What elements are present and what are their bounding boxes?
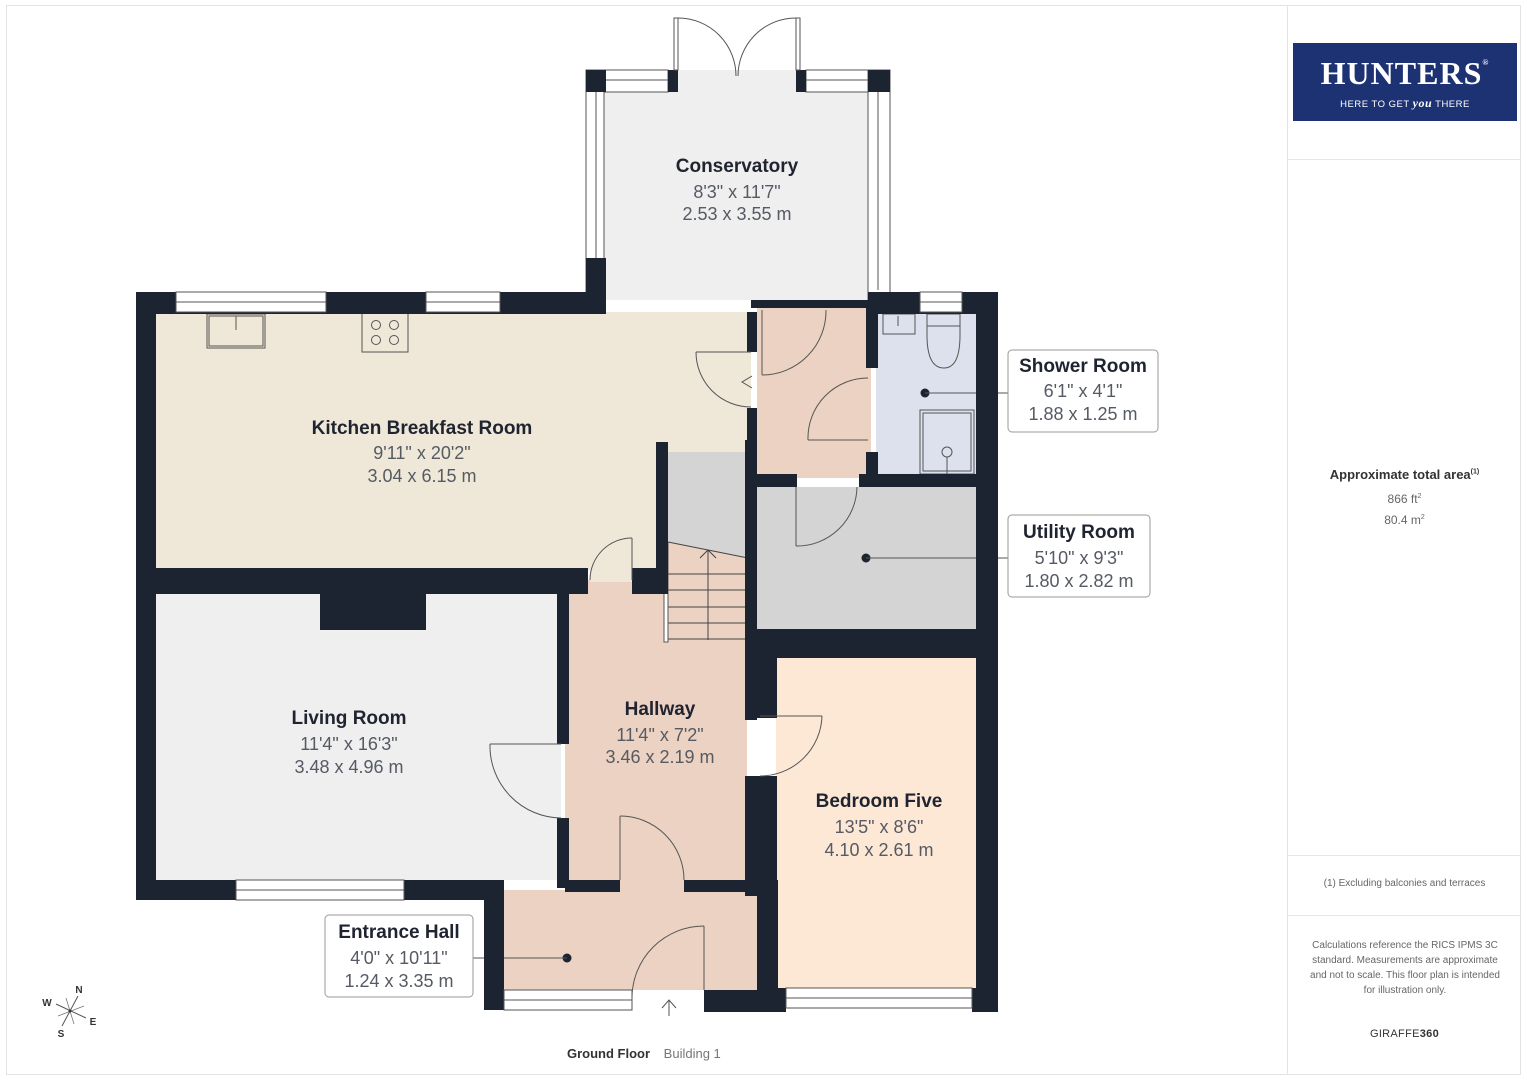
svg-text:4.10 x 2.61 m: 4.10 x 2.61 m	[824, 840, 933, 860]
floor-label: Ground Floor Building 1	[567, 1046, 721, 1061]
page-frame	[6, 5, 1521, 1075]
svg-text:W: W	[42, 998, 52, 1009]
svg-text:11'4" x 16'3": 11'4" x 16'3"	[300, 734, 397, 754]
callout-entrance-hall: Entrance Hall 4'0" x 10'11" 1.24 x 3.35 …	[324, 914, 572, 998]
svg-text:1.80 x 2.82 m: 1.80 x 2.82 m	[1024, 571, 1133, 591]
svg-text:13'5" x 8'6": 13'5" x 8'6"	[835, 817, 924, 837]
svg-text:9'11" x 20'2": 9'11" x 20'2"	[373, 443, 470, 463]
building-name: Building 1	[663, 1046, 721, 1061]
brand-name: HUNTERS	[1320, 55, 1483, 91]
svg-text:Shower Room: Shower Room	[1019, 356, 1147, 377]
svg-text:3.48 x 4.96 m: 3.48 x 4.96 m	[294, 757, 403, 777]
disclaimer: Calculations reference the RICS IPMS 3C …	[1310, 940, 1500, 996]
svg-text:N: N	[75, 985, 82, 996]
room-label-living: Living Room 11'4" x 16'3" 3.48 x 4.96 m	[291, 708, 406, 777]
room-label-conservatory: Conservatory 8'3" x 11'7" 2.53 x 3.55 m	[676, 156, 799, 224]
area-title: Approximate total area(1)	[1288, 467, 1521, 482]
svg-text:8'3" x 11'7": 8'3" x 11'7"	[693, 182, 780, 202]
svg-text:S: S	[58, 1029, 65, 1040]
svg-text:Bedroom Five: Bedroom Five	[816, 791, 943, 812]
svg-text:3.04 x 6.15 m: 3.04 x 6.15 m	[367, 466, 476, 486]
area-title-note: (1)	[1470, 468, 1480, 476]
tagline-post: THERE	[1435, 99, 1470, 110]
callout-utility-room: Utility Room 5'10" x 9'3" 1.80 x 2.82 m	[861, 514, 1151, 598]
svg-text:3.46 x 2.19 m: 3.46 x 2.19 m	[605, 747, 714, 767]
provider-prefix: GIRAFFE	[1369, 1028, 1420, 1040]
room-entrance-hall[interactable]	[503, 880, 765, 990]
callout-shower-room: Shower Room 6'1" x 4'1" 1.88 x 1.25 m	[920, 349, 1159, 433]
provider-suffix: 360	[1419, 1028, 1440, 1040]
svg-text:Hallway: Hallway	[625, 699, 696, 720]
area-sqm: 80.4 m2	[1288, 513, 1521, 527]
divider	[1288, 915, 1521, 916]
area-sqm-value: 80.4 m	[1384, 513, 1421, 527]
room-living[interactable]	[156, 594, 561, 880]
hunters-logo: HUNTERS® HERE TO GET you THERE	[1293, 43, 1517, 121]
tagline-pre: HERE TO GET	[1340, 99, 1410, 110]
room-hallway[interactable]	[565, 452, 749, 880]
svg-text:5'10" x 9'3": 5'10" x 9'3"	[1035, 548, 1124, 568]
svg-text:6'1" x 4'1": 6'1" x 4'1"	[1044, 381, 1123, 401]
brand-tagline: HERE TO GET you THERE	[1293, 96, 1517, 111]
floor-plan: Conservatory 8'3" x 11'7" 2.53 x 3.55 m …	[42, 17, 1159, 1061]
area-sqm-unit-sup: 2	[1420, 514, 1425, 521]
info-sidebar: HUNTERS® HERE TO GET you THERE Approxima…	[1287, 5, 1521, 1075]
room-kitchen[interactable]	[156, 311, 751, 570]
registered-mark: ®	[1482, 58, 1490, 67]
svg-text:Conservatory: Conservatory	[676, 156, 799, 177]
logo-section: HUNTERS® HERE TO GET you THERE	[1288, 5, 1521, 160]
room-label-bedroom-five: Bedroom Five 13'5" x 8'6" 4.10 x 2.61 m	[816, 791, 943, 860]
room-rear-lobby[interactable]	[757, 306, 871, 478]
svg-text:1.88 x 1.25 m: 1.88 x 1.25 m	[1028, 404, 1137, 424]
area-sqft-unit-sup: 2	[1417, 493, 1422, 500]
svg-text:Kitchen Breakfast Room: Kitchen Breakfast Room	[312, 418, 533, 439]
svg-text:2.53 x 3.55 m: 2.53 x 3.55 m	[682, 204, 791, 224]
tagline-em: you	[1412, 96, 1433, 110]
svg-text:Entrance Hall: Entrance Hall	[338, 922, 459, 943]
room-label-kitchen: Kitchen Breakfast Room 9'11" x 20'2" 3.0…	[312, 418, 533, 486]
floor-name: Ground Floor	[567, 1046, 651, 1061]
svg-text:E: E	[90, 1017, 97, 1028]
area-footnote: (1) Excluding balconies and terraces	[1323, 878, 1486, 889]
svg-text:Utility Room: Utility Room	[1023, 522, 1135, 543]
room-bedroom-five[interactable]	[776, 658, 976, 988]
area-title-text: Approximate total area	[1329, 467, 1471, 482]
divider	[1288, 855, 1521, 856]
svg-text:11'4" x 7'2": 11'4" x 7'2"	[616, 725, 703, 745]
room-label-hallway: Hallway 11'4" x 7'2" 3.46 x 2.19 m	[605, 699, 714, 767]
svg-text:4'0" x 10'11": 4'0" x 10'11"	[350, 948, 447, 968]
windows	[175, 291, 973, 1011]
room-shower[interactable]	[876, 313, 976, 475]
floor-plan-drawing: Conservatory 8'3" x 11'7" 2.53 x 3.55 m …	[42, 17, 1159, 1040]
svg-text:1.24 x 3.35 m: 1.24 x 3.35 m	[344, 971, 453, 991]
room-conservatory[interactable]	[585, 17, 891, 301]
doors	[489, 309, 869, 1016]
area-sqft: 866 ft2	[1288, 492, 1521, 506]
giraffe360-logo: GIRAFFE360	[1288, 1028, 1521, 1040]
area-sqft-value: 866 ft	[1387, 492, 1418, 506]
compass-icon: N W E S	[42, 985, 96, 1040]
svg-text:Living Room: Living Room	[291, 708, 406, 729]
